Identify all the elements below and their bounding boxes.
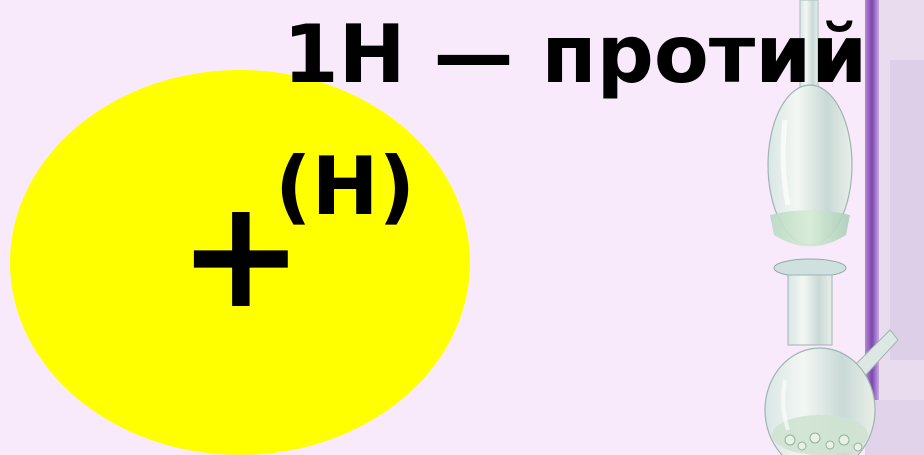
isotope-title: 1H — протий <box>283 8 868 101</box>
isotope-symbol: (H) <box>275 140 416 233</box>
proton-charge-sign: + <box>178 168 304 342</box>
flask-icon <box>764 0 924 455</box>
nucleus-circle <box>10 70 470 455</box>
